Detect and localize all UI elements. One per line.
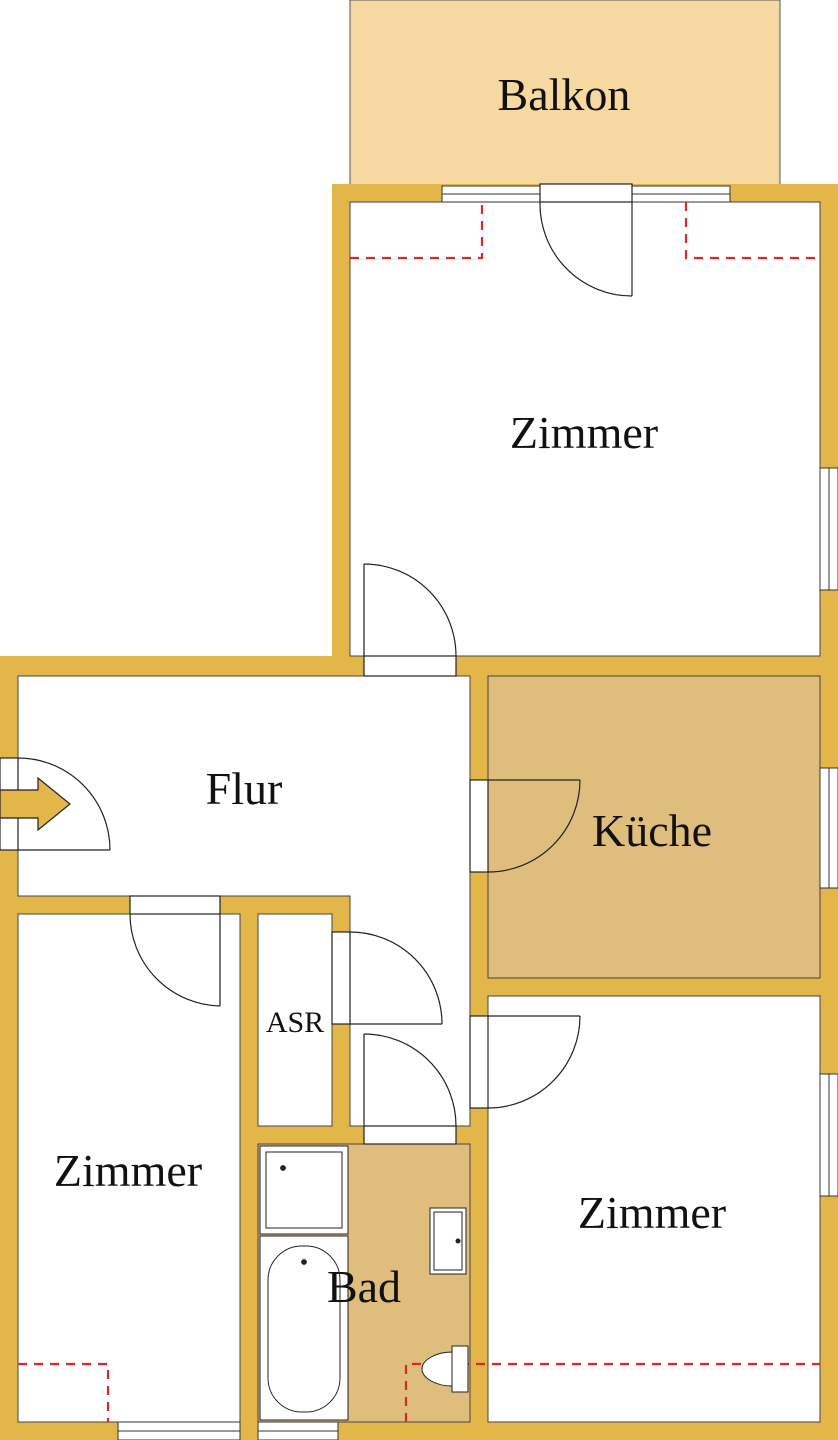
room-zimmer-top (349, 201, 821, 657)
room-flur (17, 675, 471, 1127)
label-bad: Bad (327, 1261, 401, 1312)
label-asr: ASR (266, 1006, 324, 1039)
dashed-markings (18, 202, 820, 1422)
door-zimmer-top-flur (363, 563, 457, 677)
label-kueche: Küche (592, 805, 712, 856)
bath-fixtures (259, 1145, 469, 1421)
entrance-arrow-icon (0, 776, 71, 832)
door-balcony (539, 183, 633, 297)
room-zimmer-right (487, 995, 821, 1423)
label-flur: Flur (206, 763, 283, 814)
balcony-area (349, 0, 781, 187)
label-zimmer-top: Zimmer (510, 407, 658, 458)
door-zimmer-right (469, 1015, 581, 1109)
door-bad (363, 1033, 457, 1145)
door-kueche (469, 779, 581, 873)
shower-tray-icon (259, 1145, 349, 1235)
sink-icon (429, 1207, 467, 1275)
windows (117, 185, 838, 1440)
bathtub-icon (259, 1235, 349, 1421)
room-asr (257, 913, 333, 1127)
room-zimmer-left (17, 913, 241, 1423)
toilet-icon (421, 1345, 469, 1393)
label-zimmer-left: Zimmer (54, 1145, 202, 1196)
label-balkon: Balkon (498, 69, 631, 120)
room-kueche (487, 675, 821, 979)
door-zimmer-left (129, 895, 221, 1007)
door-asr (331, 931, 443, 1025)
label-zimmer-right: Zimmer (578, 1187, 726, 1238)
